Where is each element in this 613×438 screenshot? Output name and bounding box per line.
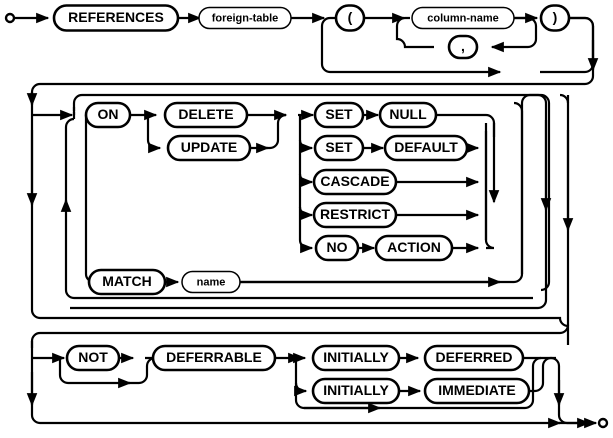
node-immediate: IMMEDIATE <box>423 377 531 405</box>
node-delete: DELETE <box>163 101 249 129</box>
node-comma: , <box>447 34 479 60</box>
node-box <box>166 134 252 162</box>
node-box <box>383 134 469 162</box>
node-label: ( <box>348 9 353 25</box>
node-action: ACTION <box>374 234 454 262</box>
node-label: ) <box>553 9 558 25</box>
node-name: name <box>181 270 241 294</box>
node-box <box>65 344 121 372</box>
node-box <box>539 4 571 32</box>
end-bullet <box>597 417 609 429</box>
node-match: MATCH <box>87 268 167 296</box>
node-box <box>312 168 398 196</box>
node-label: foreign-table <box>212 12 279 24</box>
node-box <box>447 34 479 60</box>
node-box <box>423 377 531 405</box>
node-label: DELETE <box>178 106 233 122</box>
node-cascade: CASCADE <box>312 168 398 196</box>
node-label: IMMEDIATE <box>438 382 516 398</box>
node-box <box>374 234 454 262</box>
node-initially-2: INITIALLY <box>311 377 401 405</box>
node-null: NULL <box>378 101 438 129</box>
node-box <box>423 344 525 372</box>
node-label: column-name <box>427 12 499 24</box>
node-box <box>311 377 401 405</box>
node-label: REFERENCES <box>68 9 164 25</box>
node-label: CASCADE <box>320 173 389 189</box>
node-box <box>334 4 366 32</box>
node-box <box>52 4 180 32</box>
node-label: RESTRICT <box>320 206 390 222</box>
node-label: DEFERRED <box>435 349 512 365</box>
node-label: ACTION <box>387 239 441 255</box>
start-bullet <box>4 12 16 24</box>
node-initially-1: INITIALLY <box>311 344 401 372</box>
node-references: REFERENCES <box>52 4 180 32</box>
node-box <box>151 344 277 372</box>
node-deferrable: DEFERRABLE <box>151 344 277 372</box>
node-box <box>378 101 438 129</box>
node-deferred: DEFERRED <box>423 344 525 372</box>
node-label: INITIALLY <box>323 349 389 365</box>
node-box <box>312 201 398 229</box>
node-label: MATCH <box>102 273 152 289</box>
node-foreign-table: foreign-table <box>198 6 292 30</box>
node-box <box>313 101 365 129</box>
node-label: INITIALLY <box>323 382 389 398</box>
node-label: UPDATE <box>181 139 238 155</box>
node-label: DEFERRABLE <box>166 349 262 365</box>
node-label: SET <box>325 139 353 155</box>
node-box <box>198 6 292 30</box>
node-box <box>163 101 249 129</box>
node-box <box>84 101 132 129</box>
node-box <box>87 268 167 296</box>
node-column-name: column-name <box>411 6 515 30</box>
node-label: SET <box>325 106 353 122</box>
node-label: ON <box>98 106 119 122</box>
node-box <box>311 344 401 372</box>
node-box <box>313 134 365 162</box>
node-lparen: ( <box>334 4 366 32</box>
node-box <box>181 270 241 294</box>
node-box <box>314 234 360 262</box>
node-rparen: ) <box>539 4 571 32</box>
node-label: name <box>197 276 226 288</box>
node-label: NO <box>327 239 348 255</box>
track-lines <box>14 12 599 429</box>
node-update: UPDATE <box>166 134 252 162</box>
node-label: NOT <box>78 349 108 365</box>
node-label: DEFAULT <box>394 139 458 155</box>
node-set-null-set: SET <box>313 101 365 129</box>
node-restrict: RESTRICT <box>312 201 398 229</box>
node-no: NO <box>314 234 360 262</box>
node-group: REFERENCES foreign-table ( column-name,) ON D… <box>52 4 571 405</box>
node-not: NOT <box>65 344 121 372</box>
node-label: NULL <box>389 106 427 122</box>
node-label: , <box>461 38 465 54</box>
node-default: DEFAULT <box>383 134 469 162</box>
node-set-default-set: SET <box>313 134 365 162</box>
node-on: ON <box>84 101 132 129</box>
node-box <box>411 6 515 30</box>
